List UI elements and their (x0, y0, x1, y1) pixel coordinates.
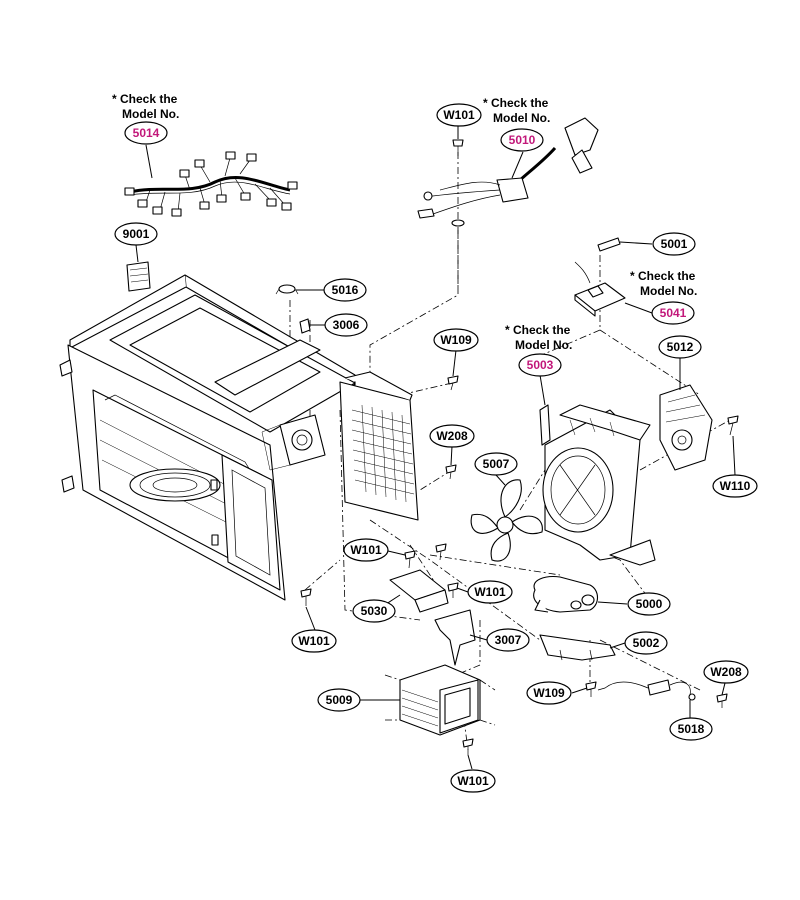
callout-5001: 5001 (652, 232, 696, 256)
note-line1: * Check the (630, 269, 696, 283)
callout-label: 5010 (509, 133, 536, 147)
callout-5041: 5041 (651, 301, 695, 325)
check-model-note-5041: * Check the Model No. (630, 269, 697, 298)
screw-w101-bottom (462, 738, 474, 755)
screw-w110 (727, 415, 739, 436)
noise-filter-board-part (574, 261, 626, 317)
callout-5030: 5030 (352, 599, 396, 623)
filter-pad-part (126, 261, 151, 292)
callout-5002: 5002 (624, 631, 668, 655)
callout-label: 5002 (633, 636, 660, 650)
callout-5016: 5016 (323, 278, 367, 302)
callout-5003: 5003 (518, 353, 562, 377)
magnetron-part (384, 664, 496, 736)
callout-label: 5016 (332, 283, 359, 297)
callout-5010: 5010 (500, 128, 544, 152)
callout-label: 5001 (661, 237, 688, 251)
screw-w109-top (447, 375, 459, 391)
screw-w101-top (452, 139, 464, 156)
callout-label: 9001 (123, 227, 150, 241)
callout-w101-top: W101 (436, 103, 482, 127)
fuse-part (597, 237, 621, 252)
callout-5000: 5000 (627, 592, 671, 616)
check-model-note-5014: * Check the Model No. (112, 92, 179, 121)
note-line1: * Check the (112, 92, 178, 106)
bracket-3007-part (434, 609, 476, 666)
note-line1: * Check the (505, 323, 571, 337)
callout-label: 5009 (326, 693, 353, 707)
callout-5007: 5007 (474, 452, 518, 476)
callout-w101-left: W101 (291, 629, 337, 653)
wiring-harness-part (124, 151, 298, 217)
screw-w101-left (300, 588, 312, 606)
diode-part (597, 679, 696, 701)
callout-label: 5003 (527, 358, 554, 372)
callout-5012: 5012 (658, 335, 702, 359)
callout-label: 5014 (133, 126, 160, 140)
callout-w101-bottom: W101 (450, 769, 496, 793)
callout-9001: 9001 (114, 222, 158, 246)
callout-label: 5018 (678, 722, 705, 736)
callout-label: 5030 (361, 604, 388, 618)
thermostat-part (275, 284, 299, 295)
callout-3006: 3006 (324, 313, 368, 337)
callout-label: W101 (443, 108, 475, 122)
note-line1: * Check the (483, 96, 549, 110)
capacitor-part (533, 576, 599, 613)
fan-motor-bracket-part (659, 384, 713, 471)
callout-label: W110 (720, 479, 751, 493)
screw-w208-mid (445, 464, 457, 480)
note-line2: Model No. (493, 111, 550, 125)
note-line2: Model No. (515, 338, 572, 352)
note-line2: Model No. (640, 284, 697, 298)
screw-w208-bottom (716, 693, 728, 708)
screw-w101-mid-b (435, 543, 447, 561)
screw-w101-bracket (447, 582, 459, 598)
latch-part (299, 318, 311, 334)
callout-w208-bottom: W208 (703, 660, 749, 684)
callout-label: W208 (710, 665, 742, 679)
callout-label: W101 (457, 774, 489, 788)
callout-w101-mid: W101 (343, 538, 389, 562)
callout-label: 5012 (667, 340, 694, 354)
screw-w101-mid-a (404, 550, 416, 569)
check-model-note-5003: * Check the Model No. (505, 323, 572, 352)
callout-label: W208 (436, 429, 468, 443)
callout-5014: 5014 (124, 121, 168, 145)
bracket-5030-part (389, 569, 449, 613)
callout-label: W101 (298, 634, 330, 648)
callout-w110: W110 (712, 474, 758, 498)
callout-label: W109 (533, 686, 565, 700)
callout-label: 5041 (660, 306, 687, 320)
callout-5018: 5018 (669, 717, 713, 741)
callout-label: W101 (350, 543, 382, 557)
callout-label: 5000 (636, 597, 663, 611)
check-model-note-5010: * Check the Model No. (483, 96, 550, 125)
callout-w208-mid: W208 (429, 424, 475, 448)
callout-label: 3007 (495, 633, 522, 647)
callout-label: W101 (474, 585, 506, 599)
callout-label: 5007 (483, 457, 510, 471)
callout-label: W109 (440, 333, 472, 347)
callout-w101-bracket: W101 (467, 580, 513, 604)
leader-lines (135, 125, 736, 770)
callout-label: 3006 (333, 318, 360, 332)
callout-w109-bottom: W109 (526, 681, 572, 705)
callout-3007: 3007 (486, 628, 530, 652)
cooling-fan-part (470, 479, 543, 562)
note-line2: Model No. (122, 107, 179, 121)
capacitor-bracket-part (539, 634, 616, 661)
fan-duct-assembly-part (539, 404, 656, 566)
callout-w109-top: W109 (433, 328, 479, 352)
oven-cavity-part (59, 274, 419, 601)
callout-5009: 5009 (317, 688, 361, 712)
power-cord-part (417, 117, 599, 227)
screw-w109-bottom (585, 681, 597, 697)
